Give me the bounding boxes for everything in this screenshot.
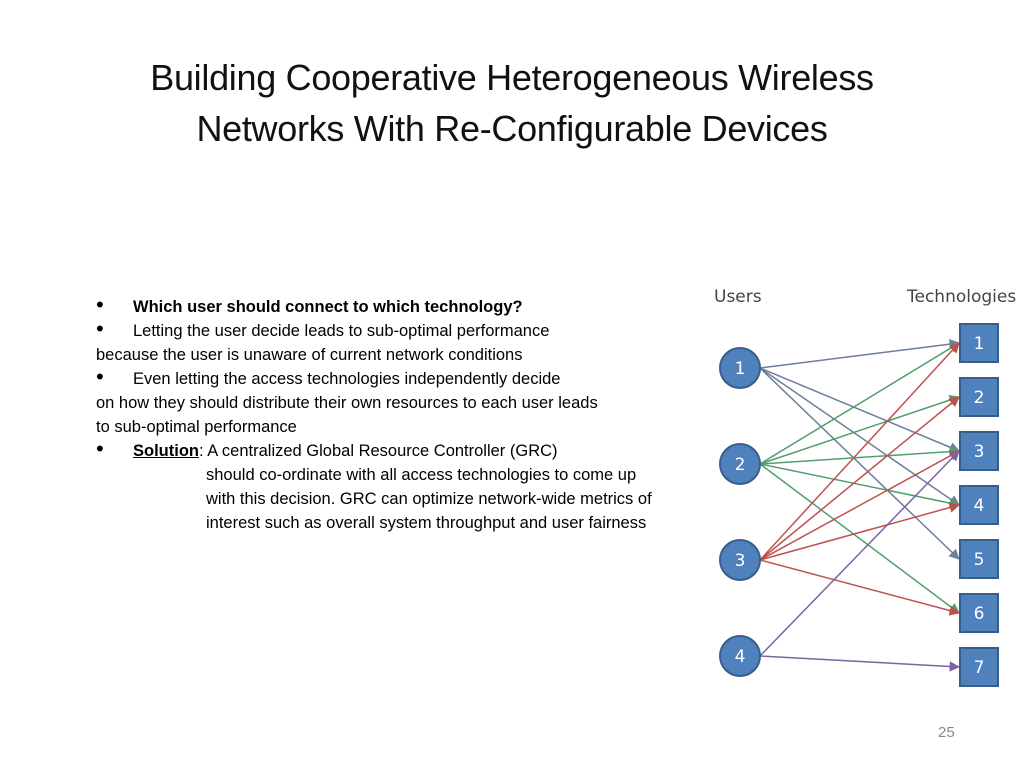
- technology-node-2: [959, 377, 999, 417]
- connection-user2-tech1: [759, 342, 960, 465]
- bullet-2-first: Letting the user decide leads to sub-opt…: [133, 322, 550, 340]
- title-line-2: Networks With Re-Configurable Devices: [196, 108, 828, 149]
- bullet-dot-icon: •: [96, 364, 104, 389]
- connection-user3-tech2: [759, 396, 960, 561]
- technology-node-label: 6: [974, 604, 985, 624]
- connection-user3-tech6: [759, 559, 961, 616]
- bullet-2: • Letting the user decide leads to sub-o…: [96, 316, 666, 367]
- connection-lines: [759, 338, 961, 672]
- bullet-dot-icon: •: [96, 436, 104, 461]
- technologies-label: Technologies: [906, 287, 1016, 307]
- user-node-2: [719, 443, 761, 485]
- bullet-3-rest: on how they should distribute their own …: [96, 394, 598, 436]
- connection-user1-tech4: [759, 367, 960, 506]
- bullet-3: • Even letting the access technologies i…: [96, 364, 666, 439]
- technology-node-4: [959, 485, 999, 525]
- connection-user2-tech2: [759, 395, 960, 465]
- bullet-list: • Which user should connect to which tec…: [96, 292, 666, 535]
- connection-user2-tech6: [759, 463, 960, 614]
- bullet-2-rest: because the user is unaware of current n…: [96, 346, 523, 364]
- bullet-dot-icon: •: [96, 292, 104, 317]
- technology-node-label: 4: [974, 496, 985, 516]
- user-node-4: [719, 635, 761, 677]
- bullet-4-first: Solution: A centralized Global Resource …: [118, 442, 558, 460]
- connection-user2-tech3: [759, 446, 961, 465]
- user-node-label: 3: [735, 551, 746, 571]
- technology-node-5: [959, 539, 999, 579]
- connection-user1-tech5: [759, 367, 960, 560]
- connection-user3-tech4: [759, 502, 961, 561]
- connection-user1-tech1: [759, 338, 961, 369]
- technology-node-label: 5: [974, 550, 985, 570]
- user-node-label: 4: [735, 647, 746, 667]
- user-node-3: [719, 539, 761, 581]
- technology-node-label: 7: [974, 658, 985, 678]
- user-node-label: 1: [735, 359, 746, 379]
- slide-number: 25: [938, 724, 955, 741]
- bullet-4: • Solution: A centralized Global Resourc…: [96, 436, 666, 535]
- slide-title: Building Cooperative Heterogeneous Wirel…: [0, 52, 1024, 154]
- bullet-dot-icon: •: [96, 316, 104, 341]
- solution-label: Solution: [133, 442, 199, 460]
- title-line-1: Building Cooperative Heterogeneous Wirel…: [150, 57, 874, 98]
- technology-node-label: 3: [974, 442, 985, 462]
- bullet-3-first: Even letting the access technologies ind…: [133, 370, 561, 388]
- users-label: Users: [714, 287, 762, 307]
- user-technology-diagram: Users Technologies 1 2 3 4 1 2 3 4 5 6 7: [714, 287, 1016, 687]
- bullet-1: • Which user should connect to which tec…: [96, 292, 666, 319]
- bullet-4-first-text: : A centralized Global Resource Controll…: [198, 442, 558, 460]
- connection-user2-tech4: [759, 463, 961, 509]
- connection-user4-tech7: [759, 655, 961, 672]
- technology-node-label: 2: [974, 388, 985, 408]
- connection-user4-tech3: [759, 450, 960, 657]
- technology-node-6: [959, 593, 999, 633]
- technology-node-3: [959, 431, 999, 471]
- connection-user1-tech3: [759, 367, 960, 453]
- bullet-4-rest: should co-ordinate with all access techn…: [206, 466, 652, 532]
- user-node-1: [719, 347, 761, 389]
- technology-node-7: [959, 647, 999, 687]
- user-nodes: 1 2 3 4: [719, 347, 761, 677]
- technology-node-label: 1: [974, 334, 985, 354]
- connection-user3-tech3: [759, 450, 960, 561]
- connection-user3-tech1: [759, 342, 960, 561]
- technology-node-1: [959, 323, 999, 363]
- bullet-1-text: Which user should connect to which techn…: [133, 298, 523, 316]
- technology-nodes: 1 2 3 4 5 6 7: [959, 323, 999, 687]
- user-node-label: 2: [735, 455, 746, 475]
